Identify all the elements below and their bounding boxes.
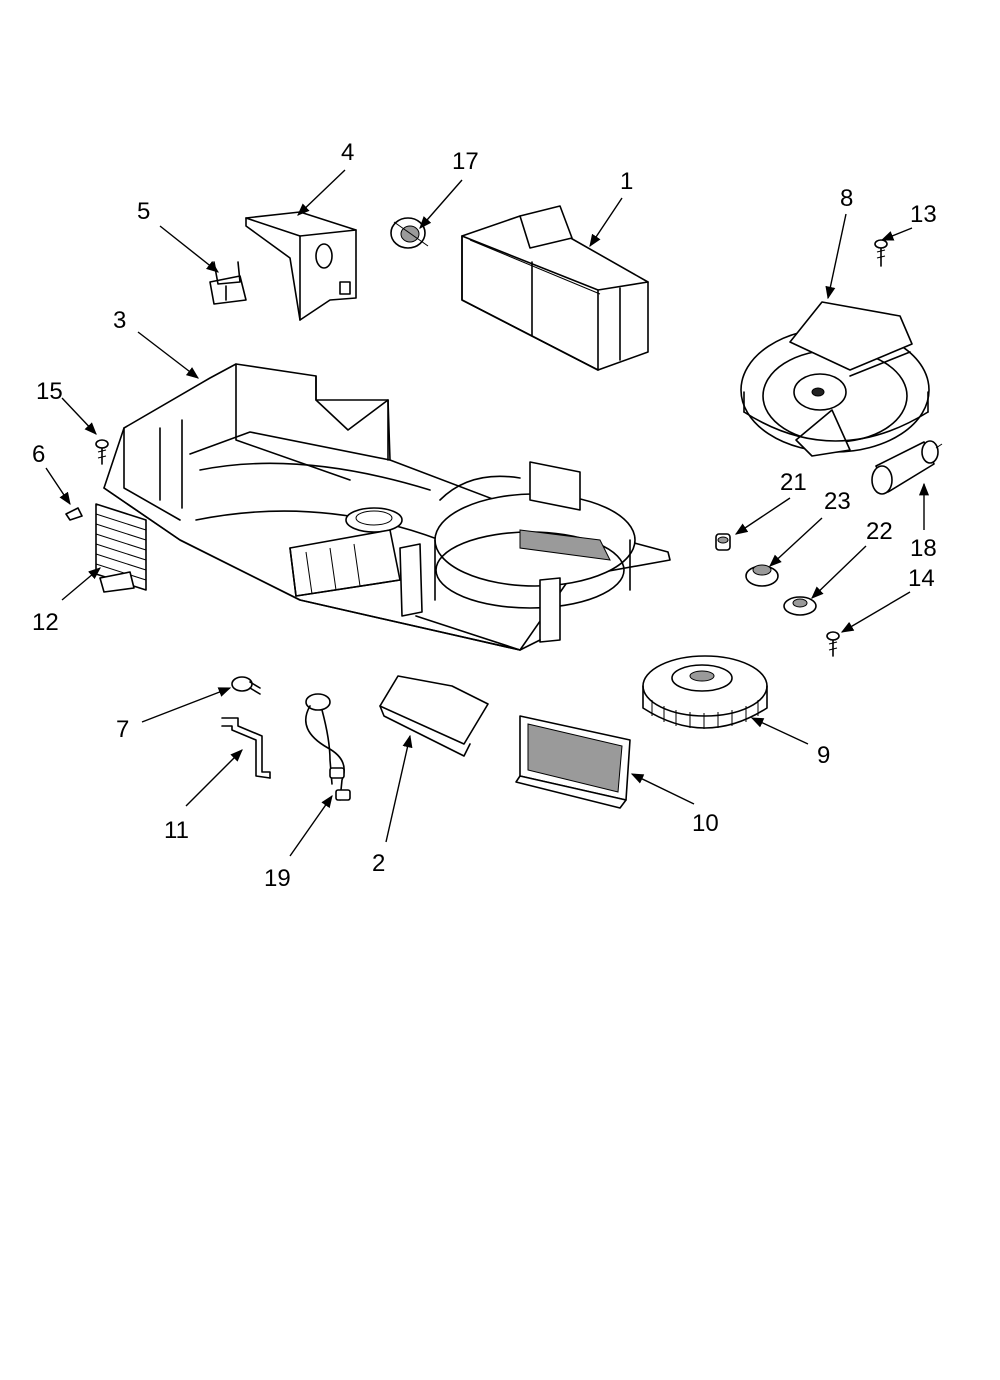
leader-8 — [825, 213, 847, 300]
leader-4 — [297, 169, 346, 216]
callout-labels: 4 17 1 5 8 13 3 15 6 21 23 22 18 14 12 7… — [32, 139, 937, 892]
callout-2: 2 — [372, 850, 385, 877]
callout-19: 19 — [264, 865, 291, 892]
leader-10 — [630, 773, 695, 805]
part-14-screw — [826, 631, 840, 657]
part-15-screw — [95, 439, 109, 465]
leader-22 — [811, 545, 867, 599]
part-7-lamp — [231, 676, 261, 695]
part-23-bearing — [745, 564, 779, 587]
part-2-cover — [379, 675, 489, 757]
part-3-base-housing — [103, 363, 671, 651]
callout-4: 4 — [341, 139, 354, 166]
part-8-blower-housing — [740, 301, 930, 457]
callout-3: 3 — [113, 307, 126, 334]
leader-12 — [61, 567, 101, 601]
callout-14: 14 — [908, 565, 935, 592]
leader-17 — [419, 179, 463, 229]
part-13-screw — [874, 239, 888, 267]
callout-12: 12 — [32, 609, 59, 636]
leader-15 — [61, 397, 97, 435]
callout-23: 23 — [824, 488, 851, 515]
part-4-bracket — [245, 211, 357, 321]
callout-18: 18 — [910, 535, 937, 562]
leader-9 — [750, 717, 809, 745]
part-19-harness — [305, 693, 351, 801]
part-9-blower-wheel — [642, 655, 768, 729]
callout-15: 15 — [36, 378, 63, 405]
leader-19 — [289, 794, 333, 857]
part-10-filter — [515, 715, 631, 809]
leader-7 — [141, 687, 232, 723]
leader-lines — [45, 169, 930, 857]
part-11-bracket — [221, 717, 271, 779]
leader-13 — [880, 227, 913, 241]
callout-6: 6 — [32, 441, 45, 468]
leader-23 — [769, 517, 823, 567]
callout-17: 17 — [452, 148, 479, 175]
part-5-clip — [209, 261, 247, 305]
callout-5: 5 — [137, 198, 150, 225]
callout-22: 22 — [866, 518, 893, 545]
leader-11 — [185, 749, 243, 807]
part-1-duct — [461, 205, 649, 371]
callout-9: 9 — [817, 742, 830, 769]
part-17-motor — [390, 217, 429, 249]
callout-7: 7 — [116, 716, 129, 743]
part-22-washer — [783, 596, 817, 616]
leader-1 — [589, 197, 623, 248]
part-21-nut — [715, 533, 731, 551]
callout-8: 8 — [840, 185, 853, 212]
callout-11: 11 — [164, 817, 189, 844]
leader-2 — [385, 734, 413, 843]
leader-3 — [137, 331, 199, 379]
callout-13: 13 — [910, 201, 937, 228]
leader-14 — [840, 591, 911, 633]
callout-21: 21 — [780, 469, 807, 496]
part-18-capacitor — [871, 440, 943, 495]
leader-5 — [159, 225, 219, 273]
part-6-piece — [65, 507, 83, 521]
callout-1: 1 — [620, 168, 633, 195]
leader-21 — [734, 497, 791, 535]
callout-10: 10 — [692, 810, 719, 837]
leader-6 — [45, 467, 71, 506]
part-12-grille — [95, 503, 147, 593]
